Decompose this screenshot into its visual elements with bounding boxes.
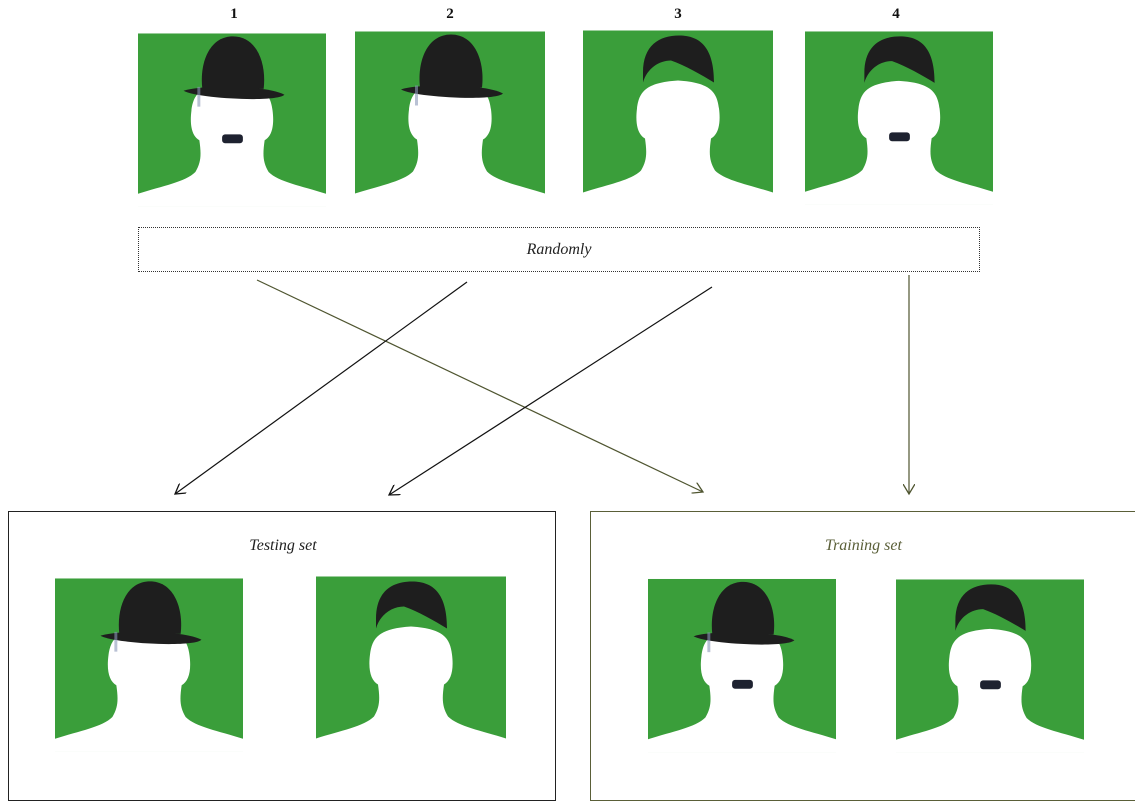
testing-portrait-1: [55, 577, 243, 753]
testing-portrait-2: [316, 575, 506, 753]
training-portrait-2: [896, 579, 1084, 753]
arrow-portrait-2-to-testing: [175, 282, 467, 494]
training-portrait-1: [648, 578, 836, 753]
arrow-portrait-3-to-testing: [389, 287, 712, 495]
training-set-label: Training set: [591, 537, 1135, 555]
testing-set-label: Testing set: [9, 537, 557, 555]
